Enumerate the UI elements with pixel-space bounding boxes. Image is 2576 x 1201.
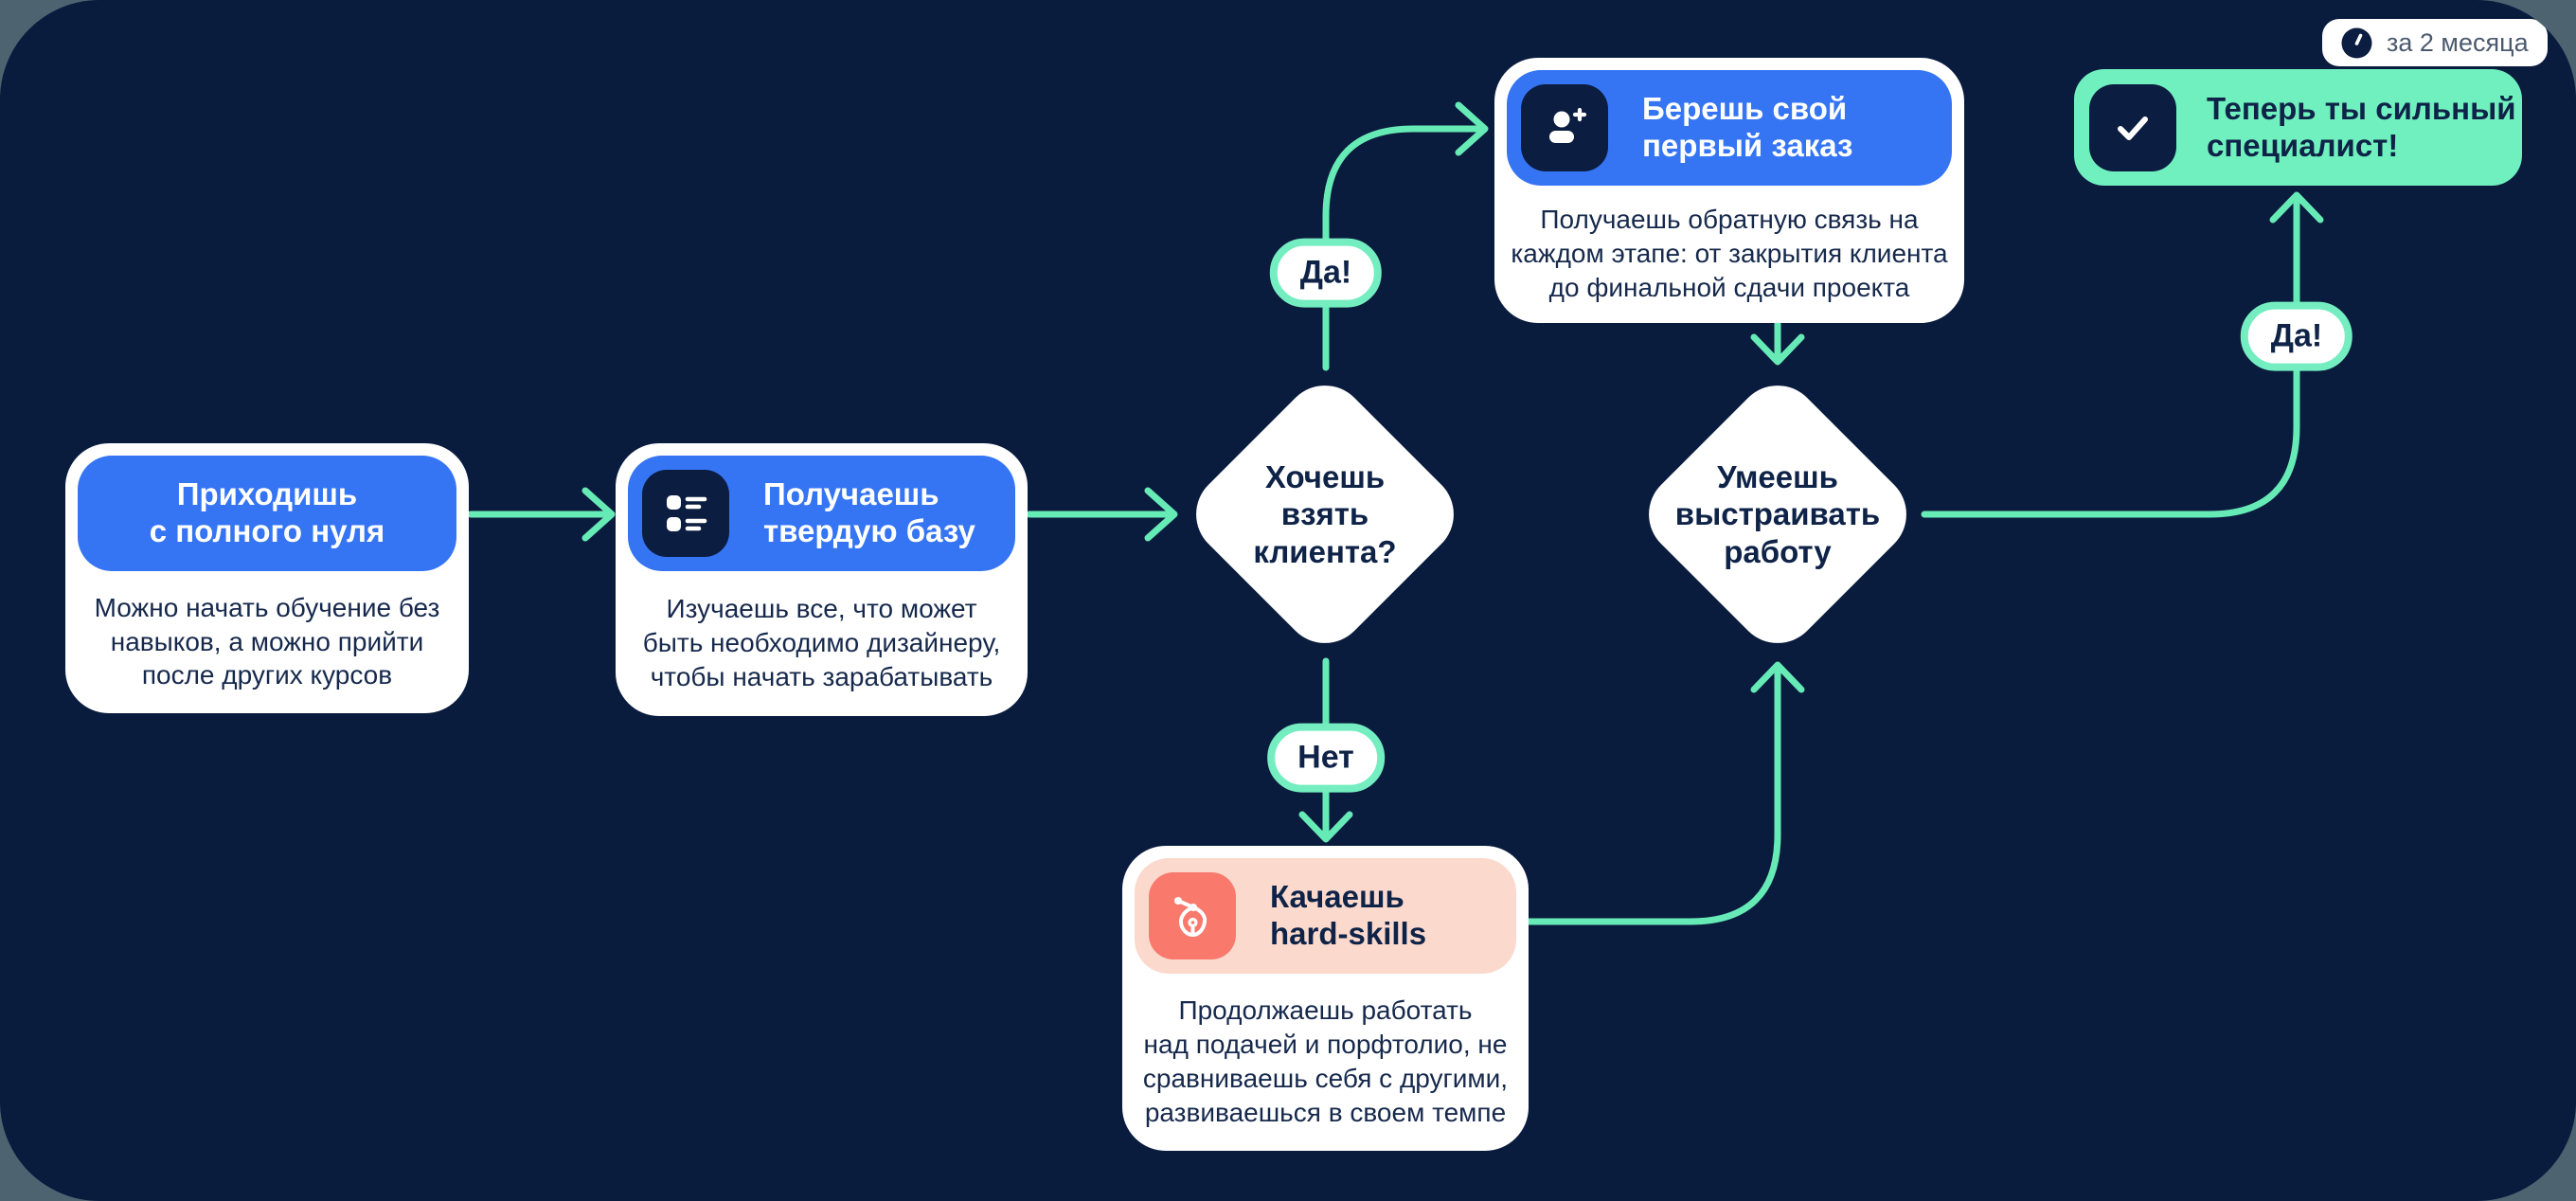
duration-badge-label: за 2 месяца [2387,27,2529,57]
node-header-base: Получаешь твердую базу [628,456,1015,571]
add-user-icon [1521,84,1608,171]
node-card-base: Получаешь твердую базу Изучаешь все, что… [616,443,1028,716]
node-title-base: Получаешь твердую базу [763,476,975,548]
list-icon [642,470,729,557]
edge-label-yes-1: Да! [1269,238,1383,308]
arrowhead-start-to-base [581,487,616,542]
arrowhead-to-final [2269,191,2324,224]
connector-hard-skills-to-decision2 [1526,667,1781,925]
arrowhead-to-decision2-top [1750,333,1805,366]
node-header-start: Приходишь с полного нуля [78,456,456,571]
node-card-first-order: Берешь свой первый заказ Получаешь обрат… [1494,58,1964,323]
node-card-final: Теперь ты сильный специалист! [2074,69,2522,186]
node-description-hard-skills: Продолжаешь работать над подачей и порфт… [1142,995,1509,1127]
duration-badge: за 2 месяца [2322,19,2548,66]
node-title-hard-skills: Качаешь hard-skills [1270,879,1427,951]
node-header-first-order: Берешь свой первый заказ [1507,70,1952,186]
node-header-hard-skills: Качаешь hard-skills [1135,858,1516,974]
arrowhead-base-to-decision1 [1144,487,1178,542]
check-icon [2089,83,2176,171]
arrowhead-to-decision2-bottom [1750,661,1805,693]
node-title-start: Приходишь с полного нуля [149,476,385,548]
node-description-first-order: Получаешь обратную связь на каждом этапе… [1511,205,1948,302]
node-title-final: Теперь ты сильный специалист! [2207,90,2516,163]
node-card-hard-skills: Качаешь hard-skills Продолжаешь работать… [1122,846,1529,1151]
pen-tool-icon [1149,872,1236,959]
node-description-base: Изучаешь все, что может быть необходимо … [642,594,1001,691]
arrowhead-to-first-order [1455,101,1489,156]
node-card-start: Приходишь с полного нуля Можно начать об… [65,443,469,713]
node-title-first-order: Берешь свой первый заказ [1642,91,1853,163]
edge-label-yes-2: Да! [2240,301,2353,371]
node-description-start: Можно начать обучение без навыков, а мож… [94,592,440,690]
connector-decision2-yes-to-final [1921,197,2300,518]
edge-label-no: Нет [1267,723,1385,793]
clock-icon [2341,27,2372,59]
arrowhead-to-hard-skills [1298,811,1353,843]
connector-decision1-yes-to-first-order [1322,125,1483,371]
